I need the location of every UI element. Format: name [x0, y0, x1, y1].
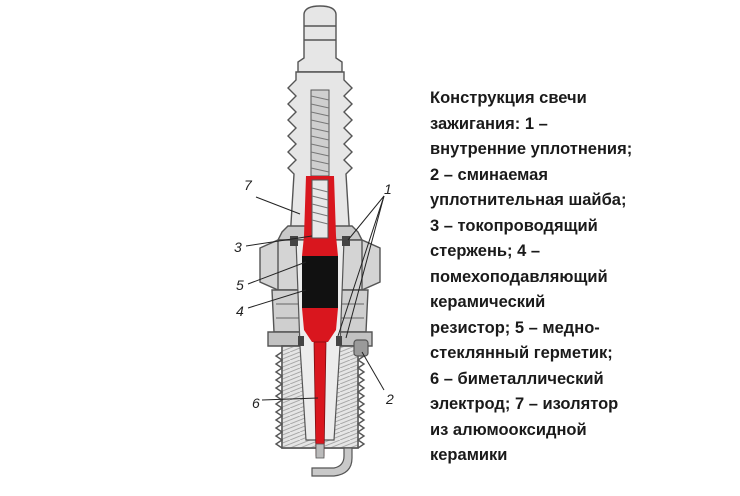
- caption-line: уплотнительная шайба;: [430, 191, 627, 209]
- metal-shell: [259, 225, 381, 449]
- spark-plug-diagram: 1 7 3 5 4 2 6: [234, 5, 394, 477]
- caption-line: электрод; 7 – изолятор: [430, 395, 619, 413]
- caption: Конструкция свечи зажигания: 1 – внутренни…: [430, 86, 730, 469]
- callout-5: 5: [236, 277, 244, 293]
- terminal-nut: [297, 5, 343, 73]
- caption-line: 3 – токопроводящий: [430, 216, 598, 235]
- inner-seals: [290, 236, 350, 346]
- sealing-washer: [353, 339, 369, 357]
- callout-1: 1: [384, 181, 392, 197]
- ground-electrode: [311, 447, 353, 477]
- caption-line: резистор; 5 – медно-: [430, 318, 600, 337]
- caption-line: керамики: [430, 446, 508, 464]
- caption-line: стеклянный герметик;: [430, 344, 613, 362]
- caption-line: помехоподавляющий: [430, 267, 608, 286]
- leader-lines: [245, 195, 385, 401]
- caption-line: керамический: [430, 293, 546, 311]
- caption-line: внутренние уплотнения;: [430, 140, 633, 158]
- caption-line: стержень; 4 –: [430, 242, 541, 260]
- caption-line: зажигания: 1 –: [430, 114, 548, 133]
- caption-line: Конструкция свечи: [430, 89, 587, 107]
- callout-6: 6: [252, 395, 260, 411]
- callout-3: 3: [234, 239, 242, 255]
- caption-line: 6 – биметаллический: [430, 369, 604, 388]
- callout-2: 2: [385, 391, 394, 407]
- callout-4: 4: [236, 303, 244, 319]
- callout-7: 7: [244, 177, 253, 193]
- caption-line: из алюмооксидной: [430, 420, 587, 439]
- caption-line: 2 – сминаемая: [430, 165, 548, 184]
